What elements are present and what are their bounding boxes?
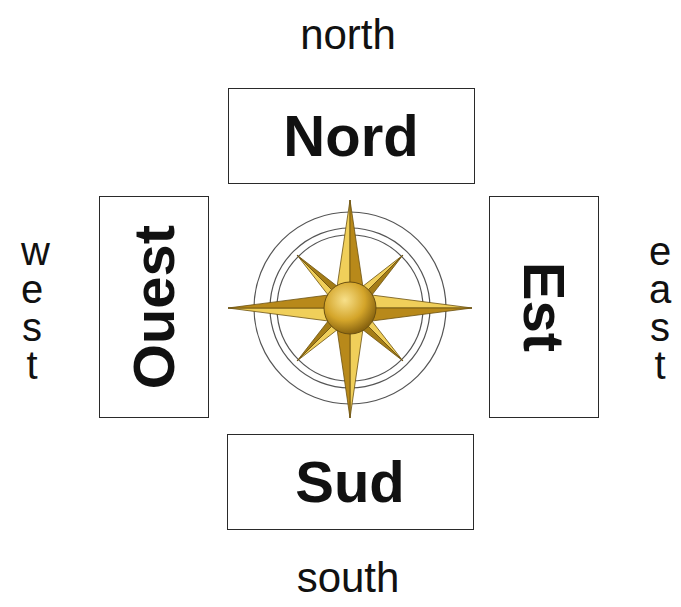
direction-box: Ouest (99, 196, 209, 418)
direction-box: Sud (227, 434, 474, 530)
english-direction: east (649, 232, 671, 384)
direction-word: Est (515, 262, 573, 352)
english-direction: west (21, 232, 43, 384)
direction-word: Sud (295, 453, 405, 511)
direction-word: Nord (283, 107, 418, 165)
english-direction: north (300, 14, 396, 56)
direction-word: Ouest (125, 225, 183, 389)
direction-box: Nord (228, 88, 475, 184)
main-points (228, 200, 472, 418)
compass-center (324, 282, 376, 334)
direction-box: Est (489, 196, 599, 418)
english-direction: south (297, 557, 400, 599)
